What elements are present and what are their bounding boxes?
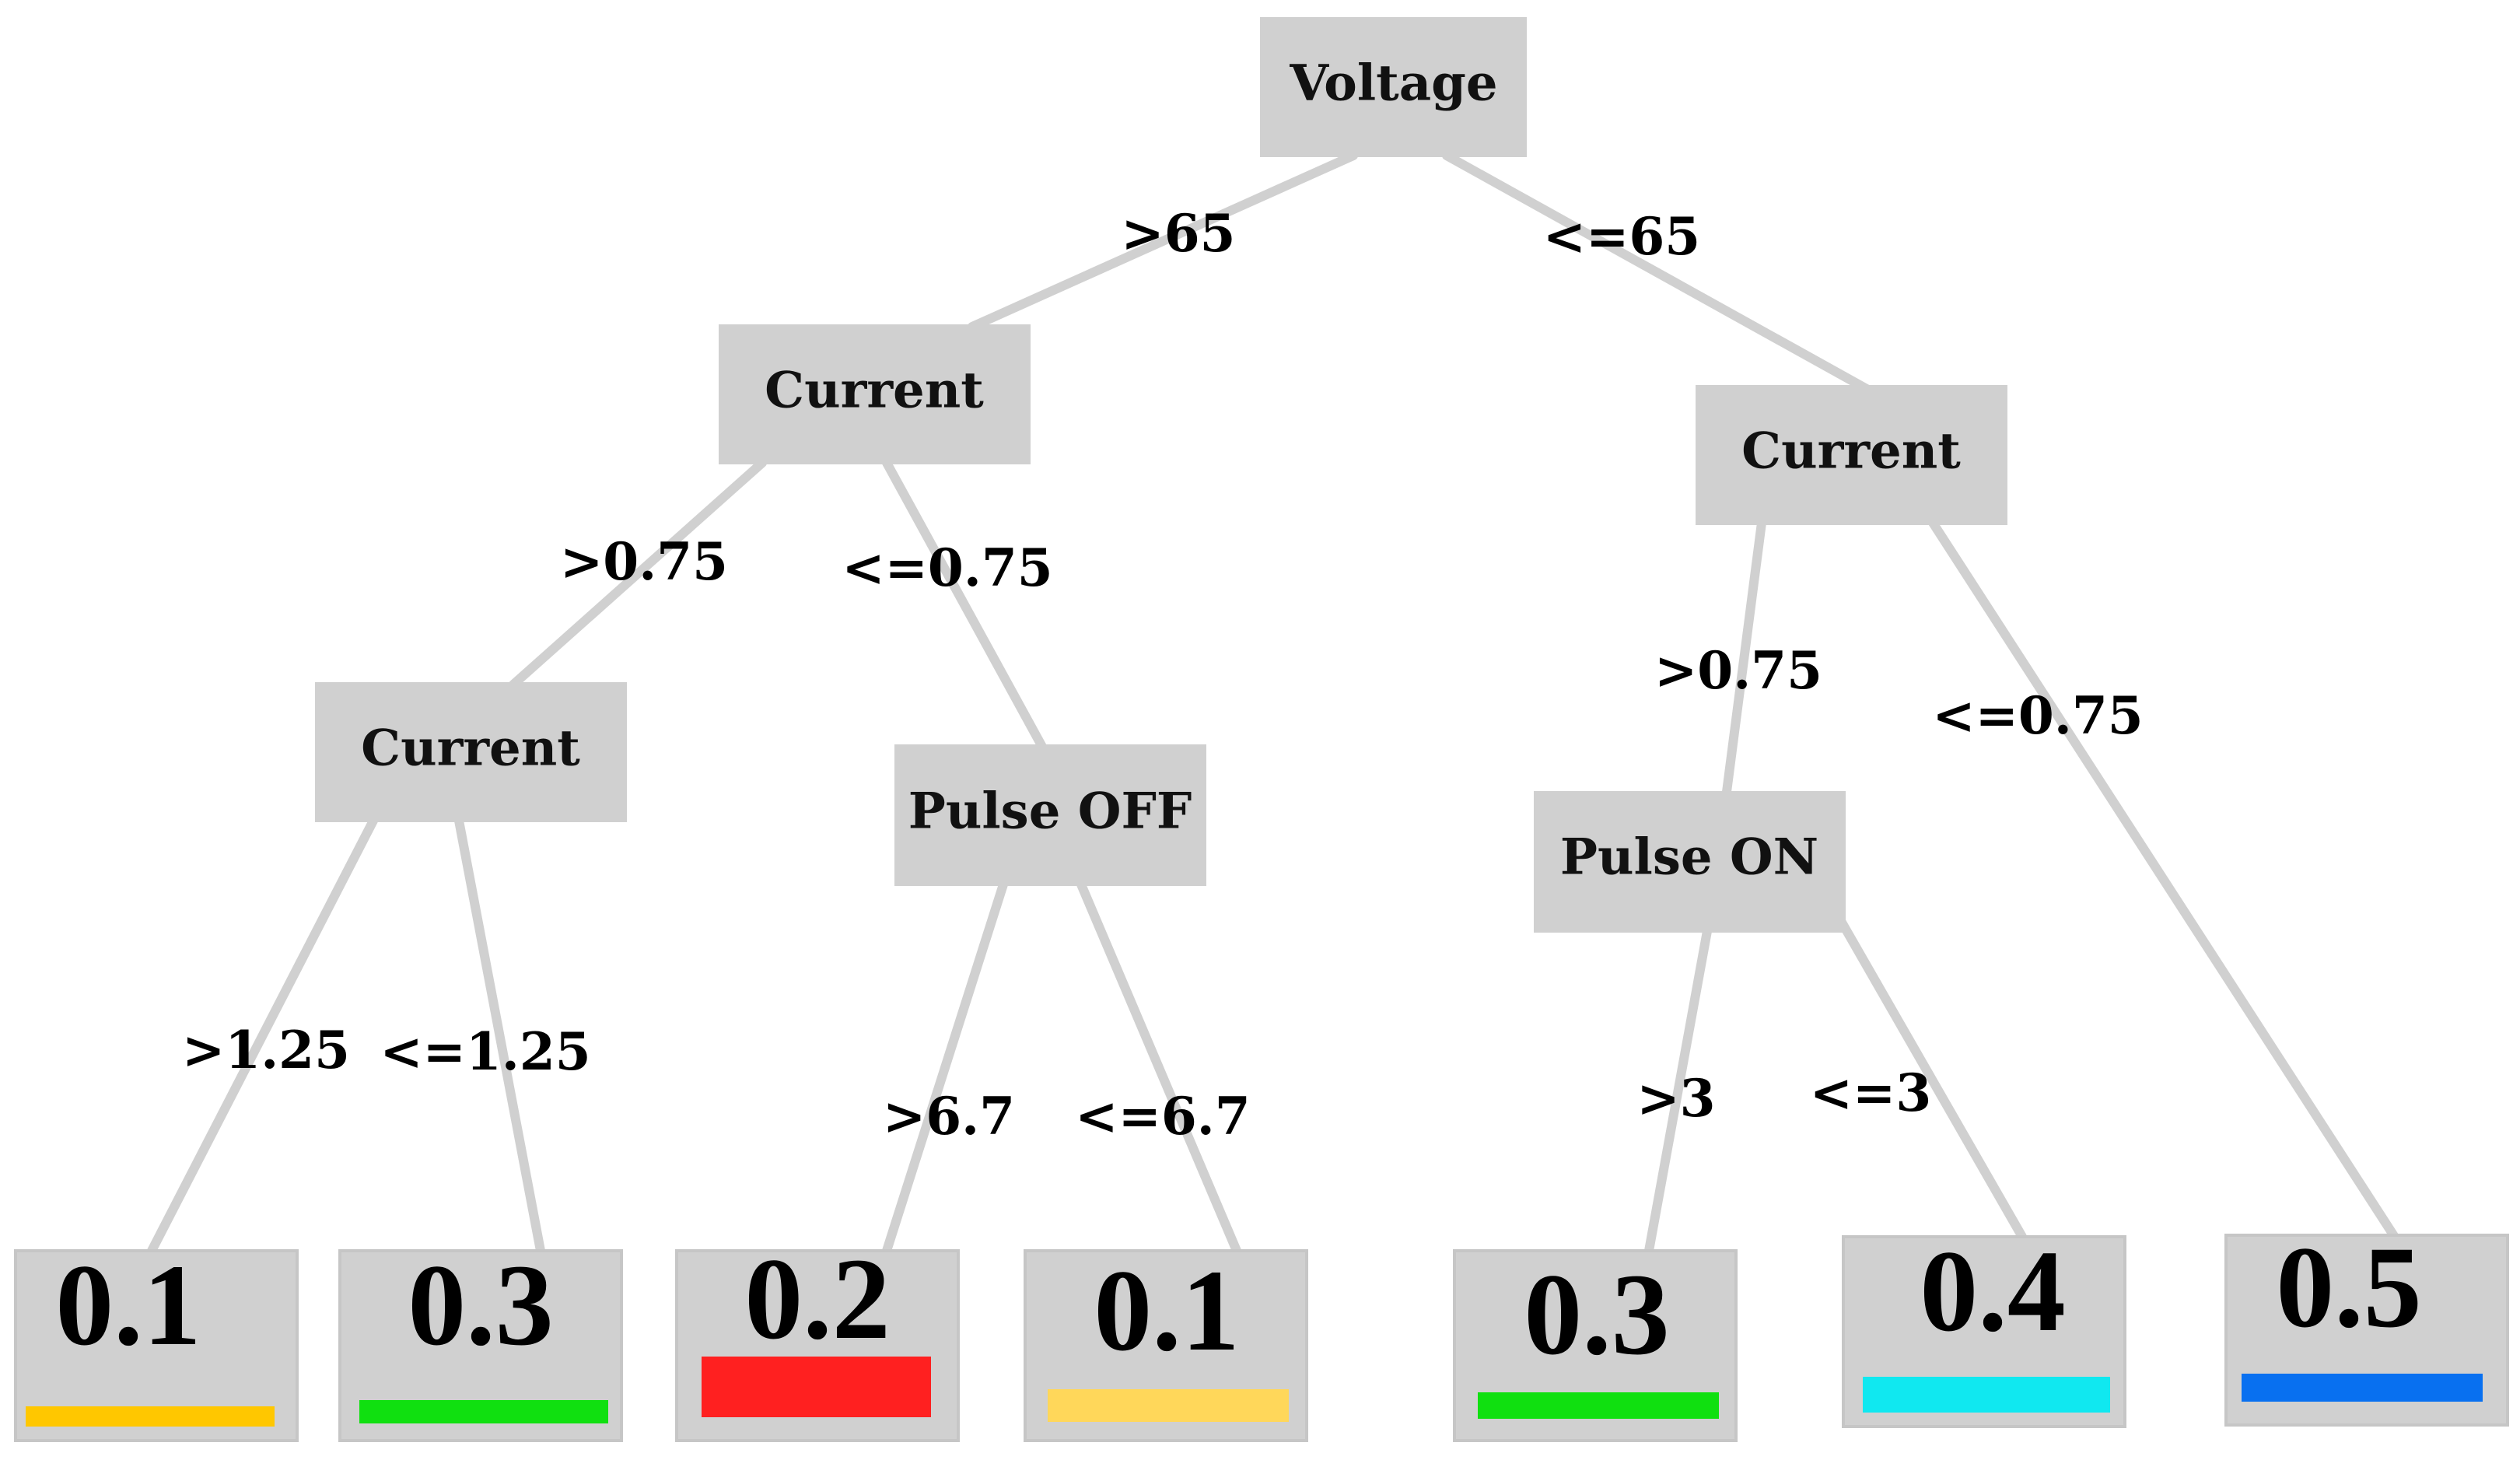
edge-label-current-right-gt: >0.75: [1654, 640, 1822, 701]
node-voltage: Voltage: [1260, 17, 1527, 157]
leaf-color-bar: [1863, 1377, 2110, 1413]
leaf-color-bar: [1478, 1392, 1719, 1419]
node-current-left: Current: [719, 324, 1031, 464]
tree-edges: [147, 151, 2400, 1255]
edge-voltage-gt: [968, 151, 1358, 331]
leaf-color-bar: [26, 1406, 275, 1427]
edge-voltage-le: [1442, 151, 1871, 394]
node-label: Current: [765, 362, 984, 420]
edge-label-current-left-le: <=0.75: [842, 537, 1052, 598]
decision-nodes: Voltage Current Current Current Pulse OF…: [315, 17, 2007, 933]
leaf-color-bar: [359, 1400, 608, 1423]
leaf-nodes: 0.1 0.3 0.2 0.1 0.3 0.4: [14, 1223, 2509, 1442]
leaf-7: 0.5: [2224, 1223, 2509, 1427]
leaf-3: 0.2: [675, 1234, 960, 1442]
leaf-value: 0.3: [408, 1241, 554, 1370]
node-pulse-off: Pulse OFF: [894, 744, 1206, 886]
leaf-1: 0.1: [14, 1241, 299, 1442]
edge-label-voltage-le: <=65: [1543, 206, 1700, 267]
leaf-value: 0.5: [2276, 1223, 2422, 1352]
edge-current-ll-gt: [147, 816, 378, 1255]
leaf-color-bar: [702, 1357, 931, 1417]
edge-label-pulse-off-gt: >6.7: [883, 1086, 1015, 1147]
edge-label-pulse-off-le: <=6.7: [1075, 1086, 1250, 1147]
leaf-value: 0.1: [1094, 1246, 1240, 1375]
leaf-4: 0.1: [1024, 1246, 1308, 1442]
edge-current-right-le: [1928, 518, 2400, 1243]
leaf-value: 0.4: [1920, 1227, 2066, 1356]
leaf-color-bar: [2242, 1374, 2483, 1402]
edge-current-right-gt: [1722, 518, 1766, 797]
leaf-color-bar: [1048, 1389, 1289, 1422]
edge-label-current-ll-gt: >1.25: [182, 1020, 350, 1080]
node-current-right: Current: [1696, 385, 2007, 525]
edge-pulse-off-gt: [882, 880, 1008, 1255]
edge-current-ll-le: [454, 816, 545, 1255]
node-label: Pulse OFF: [908, 783, 1192, 841]
leaf-value: 0.1: [55, 1241, 201, 1370]
leaf-value: 0.3: [1524, 1250, 1670, 1379]
node-current-ll: Current: [315, 682, 627, 822]
leaf-value: 0.2: [744, 1234, 891, 1364]
node-label: Pulse ON: [1560, 828, 1818, 887]
edge-current-left-gt: [509, 458, 767, 689]
edge-label-pulse-on-le: <=3: [1810, 1063, 1932, 1123]
edge-label-current-ll-le: <=1.25: [380, 1021, 590, 1082]
edge-label-current-left-gt: >0.75: [560, 531, 728, 592]
node-label: Voltage: [1289, 54, 1497, 113]
node-label: Current: [1741, 422, 1961, 481]
node-label: Current: [361, 719, 580, 778]
edge-labels: >65 <=65 >0.75 <=0.75 >0.75 <=0.75 >1.25…: [182, 203, 2144, 1147]
edge-current-left-le: [882, 458, 1047, 751]
edge-pulse-on-gt: [1644, 926, 1712, 1255]
edge-pulse-off-le: [1076, 880, 1241, 1255]
leaf-6: 0.4: [1842, 1227, 2126, 1428]
edge-pulse-on-le: [1815, 880, 2027, 1241]
leaf-2: 0.3: [338, 1241, 623, 1442]
edge-label-current-right-le: <=0.75: [1932, 685, 2143, 746]
leaf-5: 0.3: [1453, 1249, 1738, 1442]
node-pulse-on: Pulse ON: [1534, 791, 1846, 933]
edge-label-voltage-gt: >65: [1121, 203, 1235, 264]
edge-label-pulse-on-gt: >3: [1636, 1068, 1715, 1129]
